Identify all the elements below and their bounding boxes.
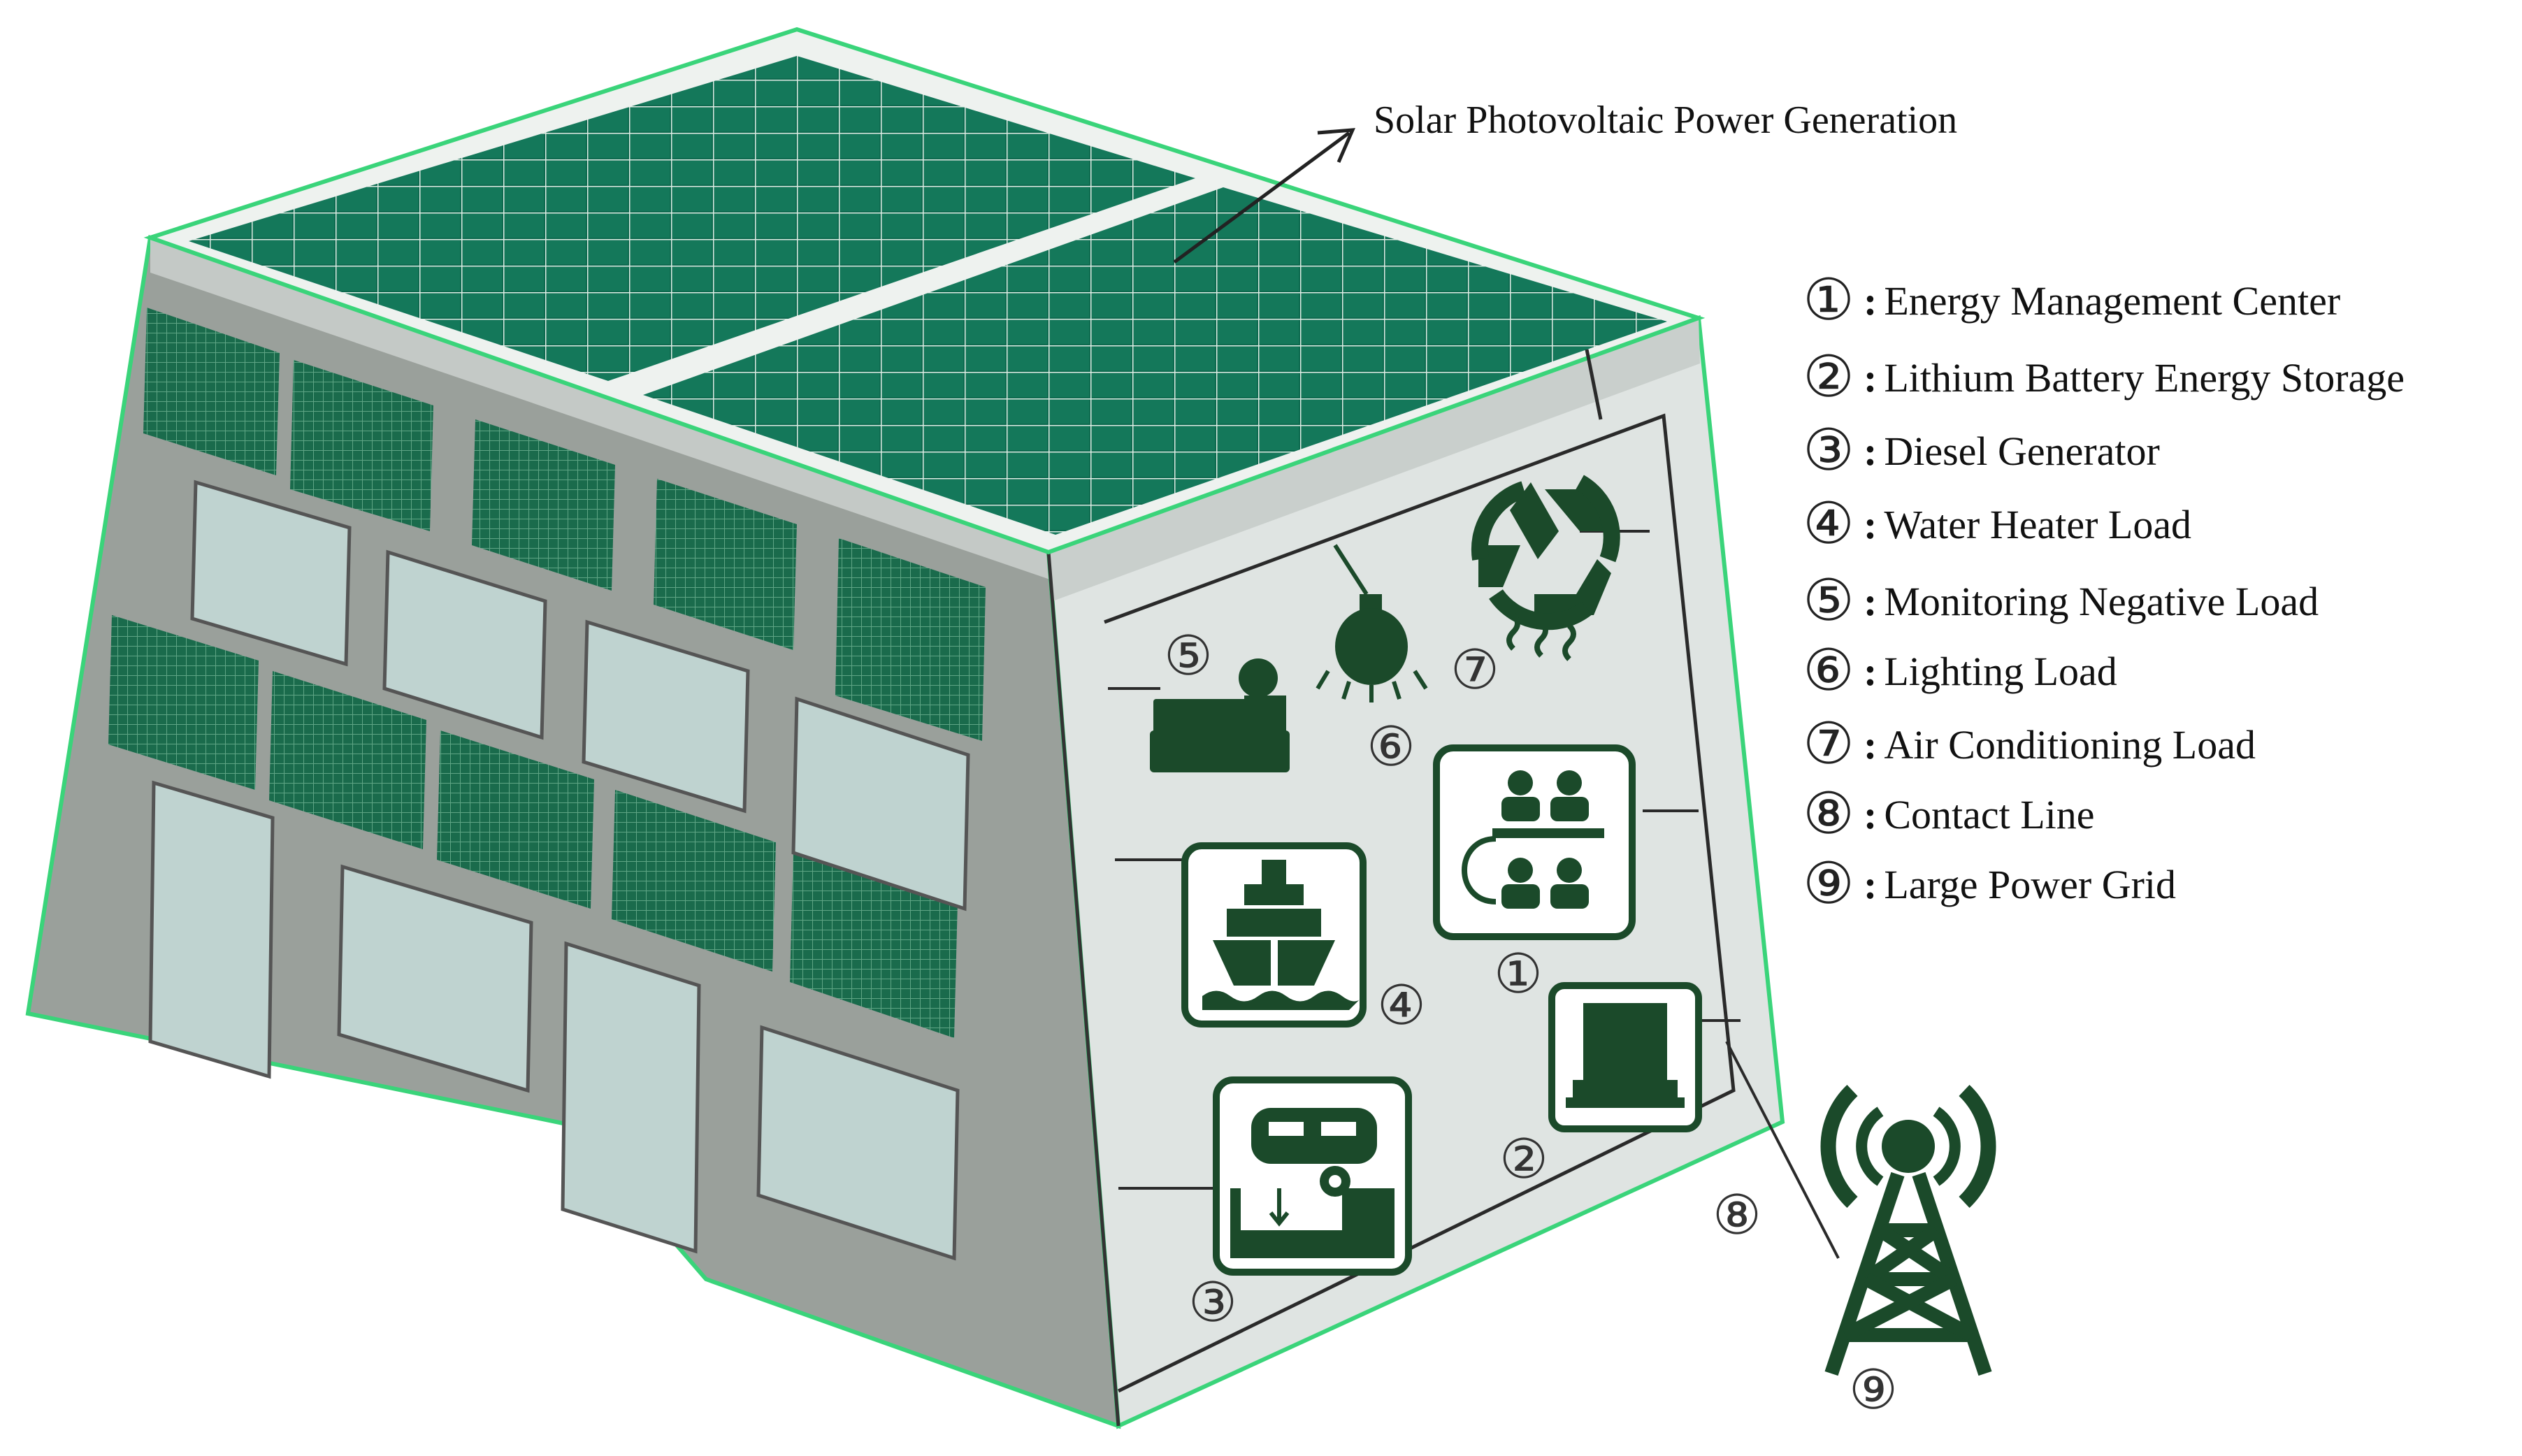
- legend-item: ⑤:Monitoring Negative Load: [1796, 566, 2319, 636]
- legend-num: ⑤: [1803, 569, 1854, 633]
- legend-num: ④: [1803, 492, 1854, 556]
- legend-item: ①:Energy Management Center: [1796, 266, 2340, 336]
- legend-item: ③:Diesel Generator: [1796, 416, 2160, 486]
- legend-text: Large Power Grid: [1884, 861, 2177, 907]
- wall-solar-panels-upper: [143, 308, 986, 741]
- power-grid-tower-icon: [1820, 1085, 1996, 1376]
- legend-text: Energy Management Center: [1884, 277, 2341, 324]
- legend-item: ⑧:Contact Line: [1796, 779, 2095, 849]
- legend-text: Diesel Generator: [1884, 428, 2160, 474]
- water-heater-icon: [1181, 842, 1367, 1028]
- lighting-bulb-icon: [1316, 544, 1428, 702]
- monitoring-icon: [1150, 658, 1290, 772]
- marker-6: ⑥: [1367, 716, 1415, 779]
- legend-num: ⑦: [1803, 712, 1854, 776]
- energy-management-center-icon: [1433, 744, 1636, 940]
- legend-text: Contact Line: [1884, 791, 2095, 837]
- legend-num: ⑨: [1803, 852, 1854, 916]
- diesel-generator-icon: [1213, 1076, 1412, 1276]
- legend-text: Monitoring Negative Load: [1884, 578, 2319, 624]
- wall-solar-panels-lower: [108, 615, 958, 1038]
- legend-num: ⑧: [1803, 782, 1854, 846]
- solar-pv-callout-label: Solar Photovoltaic Power Generation: [1374, 99, 1958, 142]
- marker-3: ③: [1188, 1271, 1237, 1334]
- legend-text: Water Heater Load: [1884, 501, 2192, 547]
- legend-item: ②:Lithium Battery Energy Storage: [1796, 343, 2405, 412]
- marker-7: ⑦: [1450, 639, 1499, 702]
- marker-5: ⑤: [1164, 625, 1213, 688]
- right-wall-frame: [1104, 413, 1736, 1393]
- legend-num: ⑥: [1803, 639, 1854, 702]
- legend-item: ④:Water Heater Load: [1796, 489, 2191, 559]
- recycle-air-conditioning-icon: [1471, 475, 1620, 661]
- legend-num: ③: [1803, 419, 1854, 482]
- legend-text: Lithium Battery Energy Storage: [1884, 354, 2405, 401]
- marker-2: ②: [1499, 1128, 1548, 1191]
- windows-upper: [190, 480, 970, 911]
- right-wall-top-strip: [1049, 318, 1700, 601]
- roof-panel-south: [643, 187, 1667, 535]
- building-corner-edge: [1046, 552, 1121, 1427]
- callout-arrow: [1173, 128, 1355, 264]
- roof-panel-north: [189, 56, 1195, 381]
- doors-lower: [148, 780, 960, 1261]
- legend-item: ⑨:Large Power Grid: [1796, 849, 2176, 919]
- marker-9: ⑨: [1849, 1359, 1898, 1422]
- marker-1: ①: [1494, 943, 1543, 1006]
- lithium-battery-icon: [1548, 982, 1702, 1132]
- left-wall-shadow-band: [150, 238, 1052, 580]
- marker-4: ④: [1377, 974, 1426, 1037]
- legend-item: ⑥:Lighting Load: [1796, 636, 2117, 706]
- legend-text: Lighting Load: [1884, 648, 2117, 694]
- legend-text: Air Conditioning Load: [1884, 721, 2256, 767]
- marker-8: ⑧: [1713, 1184, 1761, 1247]
- legend-item: ⑦:Air Conditioning Load: [1796, 709, 2256, 779]
- legend-num: ②: [1803, 345, 1854, 409]
- legend-num: ①: [1803, 268, 1854, 332]
- diagram-markers: ① ② ③ ④ ⑤ ⑥ ⑦ ⑧ ⑨: [1164, 625, 1898, 1422]
